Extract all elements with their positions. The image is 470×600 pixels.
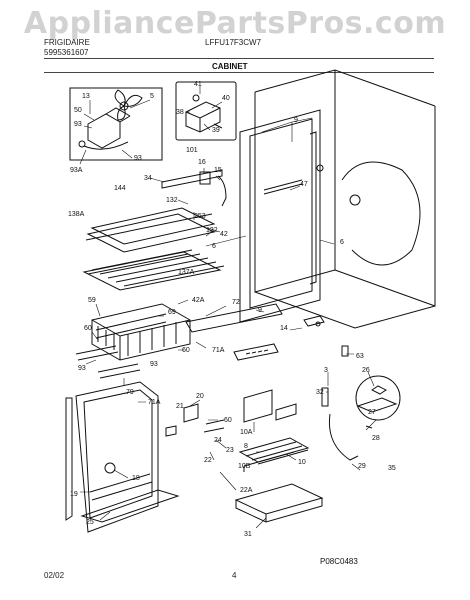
door-liner-panel [65,381,180,533]
callout-24: 24 [214,437,222,444]
callout-63: 63 [356,353,364,360]
callout-18: 18 [132,475,140,482]
cabinet-body [254,69,436,329]
callout-40: 40 [222,95,230,102]
door-gasket-frame [239,109,321,323]
callout-132: 132 [206,227,218,234]
publication-number: 5995361607 [44,48,89,57]
callout-labels: 13 5 50 93 93 93A 41 40 38 39 101 9 16 1… [68,81,396,538]
callout-27: 27 [368,409,376,416]
callout-101: 101 [186,147,198,154]
section-rule [44,72,434,73]
callout-38: 38 [176,109,184,116]
glass-shelf [85,207,216,253]
damper-control [185,94,223,133]
callout-9: 9 [258,307,262,314]
callout-10: 10 [298,459,306,466]
callout-50: 50 [74,107,82,114]
callout-10A: 10A [240,429,253,436]
thermostat-bracket [356,385,398,429]
callout-21: 21 [176,403,184,410]
callout-71A: 71A [212,347,225,354]
callout-9: 9 [294,117,298,124]
callout-6: 6 [340,239,344,246]
figure-reference: P08C0483 [320,557,358,566]
callout-35: 35 [388,465,396,472]
section-title: CABINET [212,62,248,71]
fan-motor-inset-box [69,87,163,161]
callout-22: 22 [204,457,212,464]
fan-motor [78,89,143,150]
callout-79: 79 [126,389,134,396]
brand-name: FRIGIDAIRE [44,38,90,47]
callout-14: 14 [280,325,288,332]
callout-5: 5 [150,93,154,100]
callout-93: 93 [150,361,158,368]
toe-grille [185,303,283,361]
callout-29: 29 [358,463,366,470]
callout-19: 19 [70,491,78,498]
door-rails [75,345,141,379]
callout-253: 253 [194,213,206,220]
watermark: AppliancePartsPros.com [23,6,447,41]
callout-71A: 71A [148,399,161,406]
model-number: LFFU17F3CW7 [205,38,262,47]
callout-60: 60 [182,347,190,354]
callout-60: 60 [224,417,232,424]
callout-16: 16 [198,159,206,166]
callout-41: 41 [194,81,202,88]
callout-leaders [79,86,377,529]
footer-page-number: 4 [232,571,237,580]
freezer-basket [91,303,191,361]
header-rule [44,58,434,59]
callout-20: 20 [196,393,204,400]
callout-93A: 93A [70,167,83,174]
callout-132: 132 [166,197,178,204]
callout-15: 15 [214,167,222,174]
callout-69: 69 [168,309,176,316]
callout-144: 144 [114,185,126,192]
callout-26: 26 [362,367,370,374]
callout-72: 72 [232,299,240,306]
callout-60: 60 [84,325,92,332]
damper-inset-box [175,81,237,141]
callout-10B: 10B [238,463,251,470]
callout-93: 93 [78,365,86,372]
callout-39: 39 [212,127,220,134]
callout-42A: 42A [192,297,205,304]
callout-137A: 137A [178,269,195,276]
door-hinge [303,315,349,357]
light-assembly [161,169,227,207]
callout-32: 32 [316,389,324,396]
callout-3: 3 [324,367,328,374]
callout-22A: 22A [240,487,253,494]
callout-23: 23 [226,447,234,454]
heater-brackets [243,389,297,423]
callout-13: 13 [82,93,90,100]
footer-date: 02/02 [44,571,65,580]
callout-42: 42 [220,231,228,238]
callout-8: 8 [244,443,248,450]
callout-93: 93 [74,121,82,128]
wire-shelf [82,249,225,291]
thermostat-inset-circle [355,375,401,421]
callout-25: 25 [86,519,94,526]
control-box [165,403,225,437]
defrost-heater [238,437,310,472]
callout-47: 47 [300,181,308,188]
leveling-leg [321,387,359,461]
callout-28: 28 [372,435,380,442]
callout-93: 93 [134,155,142,162]
callout-31: 31 [244,531,252,538]
callout-6: 6 [212,243,216,250]
callout-138A: 138A [68,211,85,218]
callout-59: 59 [88,297,96,304]
callout-34: 34 [144,175,152,182]
